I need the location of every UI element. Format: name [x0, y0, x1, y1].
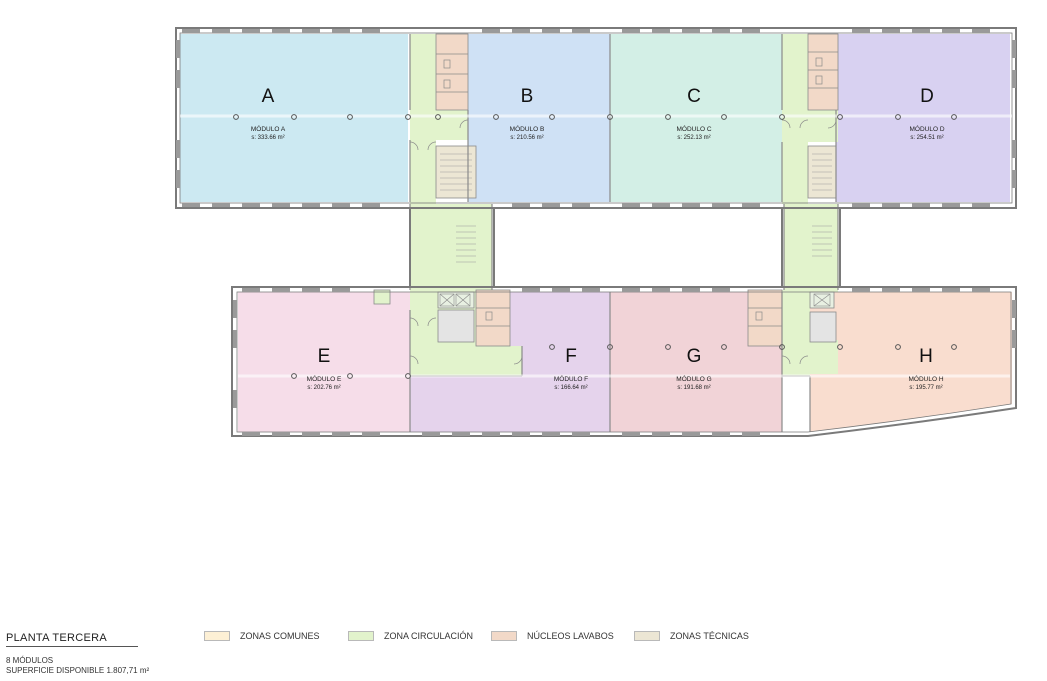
module-a-label: A MÓDULO A s: 333.66 m² — [251, 86, 286, 141]
legend-swatch — [634, 631, 660, 641]
plan-footer: PLANTA TERCERA 8 MÓDULOS SUPERFICIE DISP… — [6, 632, 206, 675]
module-letter: G — [687, 346, 702, 367]
legend-label: ZONA CIRCULACIÓN — [384, 631, 474, 641]
module-c-area[interactable] — [610, 34, 782, 202]
module-name: MÓDULO B — [510, 124, 545, 133]
module-letter: C — [687, 86, 701, 107]
module-area: s: 254.51 m² — [910, 135, 943, 141]
module-c-label: C MÓDULO C s: 252.13 m² — [676, 86, 711, 141]
restroom-cores — [435, 33, 839, 347]
module-d-label: D MÓDULO D s: 254.51 m² — [909, 86, 944, 141]
module-letter: B — [521, 86, 534, 107]
plan-module-count: 8 MÓDULOS — [6, 656, 54, 665]
module-area: s: 191.68 m² — [677, 385, 710, 391]
interior-walls — [409, 34, 839, 432]
module-h-area[interactable] — [810, 292, 1012, 432]
module-e-area[interactable] — [238, 292, 410, 432]
plan-available-surface: SUPERFICIE DISPONIBLE 1.807,71 m² — [6, 666, 150, 675]
door-swings — [409, 119, 837, 365]
restroom-partitions — [436, 51, 838, 327]
module-e-label: E MÓDULO E s: 202.76 m² — [307, 346, 342, 391]
module-letter: A — [262, 86, 275, 107]
module-area: s: 252.13 m² — [677, 135, 710, 141]
module-name: MÓDULO A — [251, 124, 286, 133]
module-area: s: 202.76 m² — [307, 385, 340, 391]
legend-label: NÚCLEOS LAVABOS — [527, 631, 614, 641]
legend: ZONAS COMUNES ZONA CIRCULACIÓN NÚCLEOS L… — [204, 628, 804, 644]
module-b-label: B MÓDULO B s: 210.56 m² — [510, 86, 545, 141]
module-letter: D — [920, 86, 934, 107]
module-area: s: 166.64 m² — [554, 385, 587, 391]
legend-label: ZONAS COMUNES — [240, 631, 320, 641]
legend-item-zona-circulacion: ZONA CIRCULACIÓN — [348, 628, 473, 644]
module-name: MÓDULO H — [908, 374, 943, 383]
module-a-area[interactable] — [180, 34, 408, 202]
structural-columns — [233, 114, 957, 379]
module-area: s: 333.66 m² — [251, 135, 284, 141]
exterior-walls — [175, 27, 1017, 437]
module-h-label: H MÓDULO H s: 195.77 m² — [908, 346, 943, 391]
module-letter: H — [919, 346, 933, 367]
module-area: s: 210.56 m² — [510, 135, 543, 141]
module-name: MÓDULO D — [909, 124, 944, 133]
module-name: MÓDULO F — [554, 374, 588, 383]
plan-title: PLANTA TERCERA — [6, 632, 138, 647]
legend-item-zonas-tecnicas: ZONAS TÉCNICAS — [634, 628, 749, 644]
module-name: MÓDULO C — [676, 124, 711, 133]
circulation-zones — [410, 34, 838, 376]
module-g-label: G MÓDULO G s: 191.68 m² — [676, 346, 711, 391]
legend-item-nucleos-lavabos: NÚCLEOS LAVABOS — [491, 628, 614, 644]
stair-treads — [440, 153, 832, 263]
legend-swatch — [491, 631, 517, 641]
legend-item-zonas-comunes: ZONAS COMUNES — [204, 628, 320, 644]
legend-swatch — [204, 631, 230, 641]
elevator-shafts — [439, 293, 831, 307]
module-f-label: F MÓDULO F s: 166.64 m² — [554, 346, 588, 391]
module-letter: E — [318, 346, 331, 367]
module-area: s: 195.77 m² — [909, 385, 942, 391]
module-name: MÓDULO E — [307, 374, 342, 383]
window-mullions — [176, 29, 1016, 436]
module-d-area[interactable] — [836, 34, 1010, 202]
module-name: MÓDULO G — [676, 374, 711, 383]
legend-swatch — [348, 631, 374, 641]
module-b-area[interactable] — [468, 34, 610, 202]
module-letter: F — [565, 346, 577, 367]
legend-label: ZONAS TÉCNICAS — [670, 631, 749, 641]
